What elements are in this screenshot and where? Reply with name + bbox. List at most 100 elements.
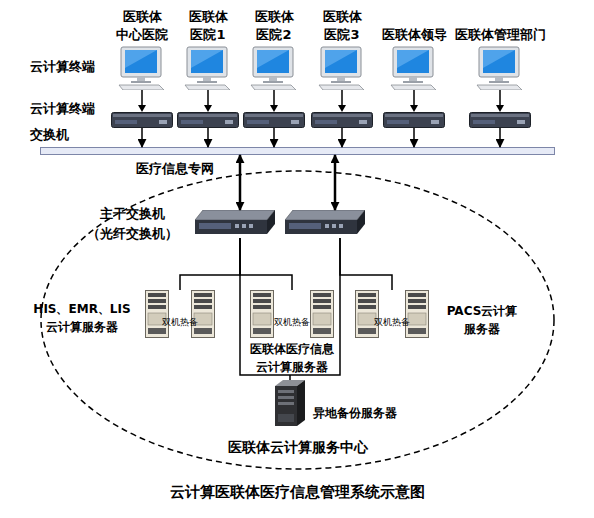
icon-part bbox=[321, 47, 361, 77]
icon-part bbox=[499, 90, 501, 106]
backbone-switch-node: 主干交换机 （光纤交换机） bbox=[195, 210, 365, 238]
icon-part bbox=[148, 328, 166, 334]
icon-part bbox=[339, 224, 343, 228]
icon-part bbox=[275, 386, 297, 426]
switch-icon bbox=[469, 112, 531, 128]
icon-part bbox=[249, 46, 299, 90]
icon-part bbox=[125, 50, 157, 68]
icon-part bbox=[278, 390, 294, 393]
node-label: 双机热备 bbox=[162, 316, 198, 328]
backbone-switch-icon bbox=[195, 210, 275, 238]
icon-part bbox=[251, 291, 274, 338]
monitor-icon bbox=[183, 46, 233, 90]
icon-part bbox=[203, 77, 211, 81]
icon-part bbox=[337, 77, 345, 81]
icon-part bbox=[405, 290, 429, 338]
monitor-icon bbox=[475, 46, 525, 90]
icon-part bbox=[358, 293, 376, 297]
icon-part bbox=[178, 113, 239, 128]
icon-part bbox=[291, 120, 299, 124]
node-label: 医联体领导 bbox=[364, 6, 464, 44]
icon-part bbox=[185, 85, 230, 90]
icon-part bbox=[403, 81, 423, 83]
down-arrow bbox=[309, 90, 375, 112]
monitor-icon bbox=[117, 46, 167, 90]
icon-part bbox=[357, 210, 365, 234]
icon-part bbox=[393, 47, 433, 77]
icon-part bbox=[495, 77, 503, 81]
icon-part bbox=[313, 114, 371, 117]
icon-part bbox=[109, 90, 175, 112]
icon-part bbox=[269, 77, 277, 81]
icon-part bbox=[338, 105, 346, 112]
switch-icon bbox=[383, 112, 445, 128]
icon-part bbox=[341, 90, 343, 106]
backup-tower-icon bbox=[275, 380, 305, 426]
icon-part bbox=[112, 113, 173, 128]
icon-part bbox=[311, 112, 373, 128]
connector-line bbox=[273, 128, 275, 147]
icon-part bbox=[475, 46, 525, 90]
node-label: 医疗信息专网 bbox=[136, 160, 214, 178]
icon-part bbox=[111, 112, 173, 128]
monitor-icon bbox=[249, 46, 299, 90]
icon-part bbox=[408, 293, 426, 297]
icon-part bbox=[115, 120, 137, 124]
icon-part bbox=[332, 224, 336, 228]
icon-part bbox=[325, 50, 357, 68]
icon-part bbox=[207, 90, 209, 106]
icon-part bbox=[408, 328, 426, 334]
icon-part bbox=[408, 305, 426, 309]
icon-part bbox=[148, 305, 166, 309]
icon-part bbox=[192, 291, 215, 338]
connector-line bbox=[334, 155, 337, 210]
down-arrow bbox=[241, 90, 307, 112]
node-label: 医联体 医院2 bbox=[246, 6, 302, 44]
terminal-node: 医联体管理部门 bbox=[467, 6, 533, 128]
icon-part bbox=[315, 120, 337, 124]
side-label: 云计算终端 交换机 bbox=[30, 96, 104, 148]
icon-part bbox=[278, 414, 294, 422]
icon-part bbox=[358, 313, 376, 325]
icon-part bbox=[125, 50, 157, 73]
icon-part bbox=[309, 90, 375, 112]
network-bar: 医疗信息专网 bbox=[40, 147, 555, 155]
icon-part bbox=[245, 114, 303, 117]
terminal-node: 医联体 中心医院 bbox=[109, 6, 175, 128]
icon-part bbox=[194, 328, 212, 334]
icon-part bbox=[199, 223, 231, 229]
switch-icon bbox=[111, 112, 173, 128]
server-tower-icon bbox=[145, 290, 169, 338]
icon-part bbox=[257, 50, 289, 73]
connector-line bbox=[340, 238, 392, 290]
icon-part bbox=[194, 299, 212, 303]
icon-part bbox=[391, 85, 436, 90]
icon-part bbox=[325, 224, 329, 228]
connector-line bbox=[240, 238, 340, 380]
monitor-icon bbox=[389, 46, 439, 90]
icon-part bbox=[408, 299, 426, 303]
icon-part bbox=[313, 305, 331, 309]
icon-part bbox=[397, 50, 429, 73]
down-arrow bbox=[381, 90, 447, 112]
icon-part bbox=[138, 105, 146, 112]
icon-part bbox=[270, 105, 278, 112]
server-tower-icon bbox=[310, 290, 334, 338]
down-arrow bbox=[175, 90, 241, 112]
icon-part bbox=[385, 114, 443, 117]
icon-part bbox=[358, 305, 376, 309]
icon-part bbox=[191, 290, 215, 338]
icon-part bbox=[137, 77, 145, 81]
icon-part bbox=[289, 223, 321, 229]
icon-part bbox=[148, 293, 166, 297]
node-label: 双机热备 bbox=[374, 316, 410, 328]
icon-part bbox=[204, 105, 212, 112]
down-arrow bbox=[467, 90, 533, 112]
icon-part bbox=[317, 46, 367, 90]
icon-part bbox=[381, 90, 447, 112]
icon-part bbox=[243, 112, 305, 128]
server-tower-icon bbox=[191, 290, 215, 338]
switch-icon bbox=[243, 112, 305, 128]
connector-line bbox=[239, 155, 242, 210]
icon-part bbox=[225, 120, 233, 124]
